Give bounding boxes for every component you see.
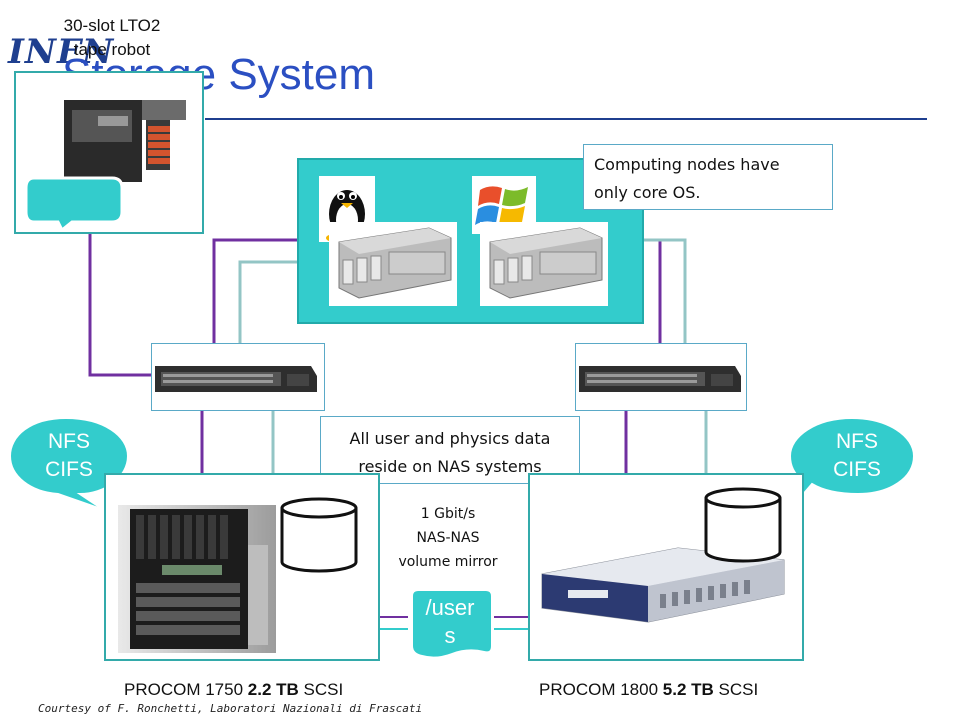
left-switch-compute-link-grey xyxy=(238,260,297,343)
left-nas-capacity: 2.2 TB xyxy=(247,680,299,699)
users-volume-shape xyxy=(411,589,493,659)
right-nas-capacity: 5.2 TB xyxy=(662,680,714,699)
right-switch-compute-link-grey xyxy=(640,238,687,343)
mirror-label: 1 Gbit/s NAS-NAS volume mirror xyxy=(380,502,516,574)
left-protocol-cifs: CIFS xyxy=(45,458,93,481)
users-volume-line1: /user xyxy=(425,595,475,620)
infn-logo: INFN xyxy=(8,32,115,72)
right-switch-image xyxy=(579,366,741,392)
right-nas-bus: SCSI xyxy=(713,680,759,699)
tape-robot-label-line2: tape robot xyxy=(73,40,151,59)
procom-1800-image xyxy=(541,547,785,623)
compute-server-2 xyxy=(480,222,608,306)
compute-note-line1: Computing nodes have xyxy=(594,155,780,174)
right-protocol-bubble xyxy=(787,416,916,513)
tape-robot-label: 30-slot LTO2 tape robot xyxy=(42,14,182,62)
nas-note-line1: All user and physics data xyxy=(349,429,551,448)
title-underline xyxy=(205,118,927,120)
nas-note-line2: reside on NAS systems xyxy=(358,457,542,476)
slide-footer: Courtesy of F. Ronchetti, Laboratori Naz… xyxy=(38,702,423,715)
mirror-line2: NAS-NAS xyxy=(416,530,480,546)
right-protocol-label: NFS CIFS xyxy=(800,428,914,484)
mirror-line3: volume mirror xyxy=(398,554,498,570)
right-protocol-nfs: NFS xyxy=(836,430,878,453)
left-switch-image xyxy=(155,366,317,392)
procom-1750-image xyxy=(118,505,276,653)
left-protocol-label: NFS CIFS xyxy=(14,428,124,484)
tape-robot-callout-bubble xyxy=(24,176,124,232)
compute-note-line2: only core OS. xyxy=(594,183,701,202)
robot-switch-link xyxy=(88,230,152,377)
compute-nodes-note: Computing nodes have only core OS. xyxy=(583,144,833,210)
tape-robot-image xyxy=(64,100,186,182)
right-nas-model: PROCOM 1800 xyxy=(539,680,663,699)
right-nas-caption: PROCOM 1800 5.2 TB SCSI xyxy=(539,680,758,700)
users-volume-label: /user s xyxy=(412,594,488,650)
tape-robot-label-line1: 30-slot LTO2 xyxy=(63,16,161,35)
compute-server-1 xyxy=(329,222,457,306)
users-volume-line2: s xyxy=(444,623,456,648)
left-protocol-nfs: NFS xyxy=(48,430,90,453)
right-protocol-cifs: CIFS xyxy=(833,458,881,481)
left-nas-model: PROCOM 1750 xyxy=(124,680,248,699)
right-nas-disk-icon xyxy=(704,487,782,563)
left-nas-caption: PROCOM 1750 2.2 TB SCSI xyxy=(124,680,343,700)
left-nas-disk-icon xyxy=(280,497,358,573)
left-switch-compute-link-purple xyxy=(212,238,297,343)
nas-data-note: All user and physics data reside on NAS … xyxy=(320,416,580,484)
mirror-line1: 1 Gbit/s xyxy=(420,506,476,522)
left-nas-bus: SCSI xyxy=(298,680,344,699)
